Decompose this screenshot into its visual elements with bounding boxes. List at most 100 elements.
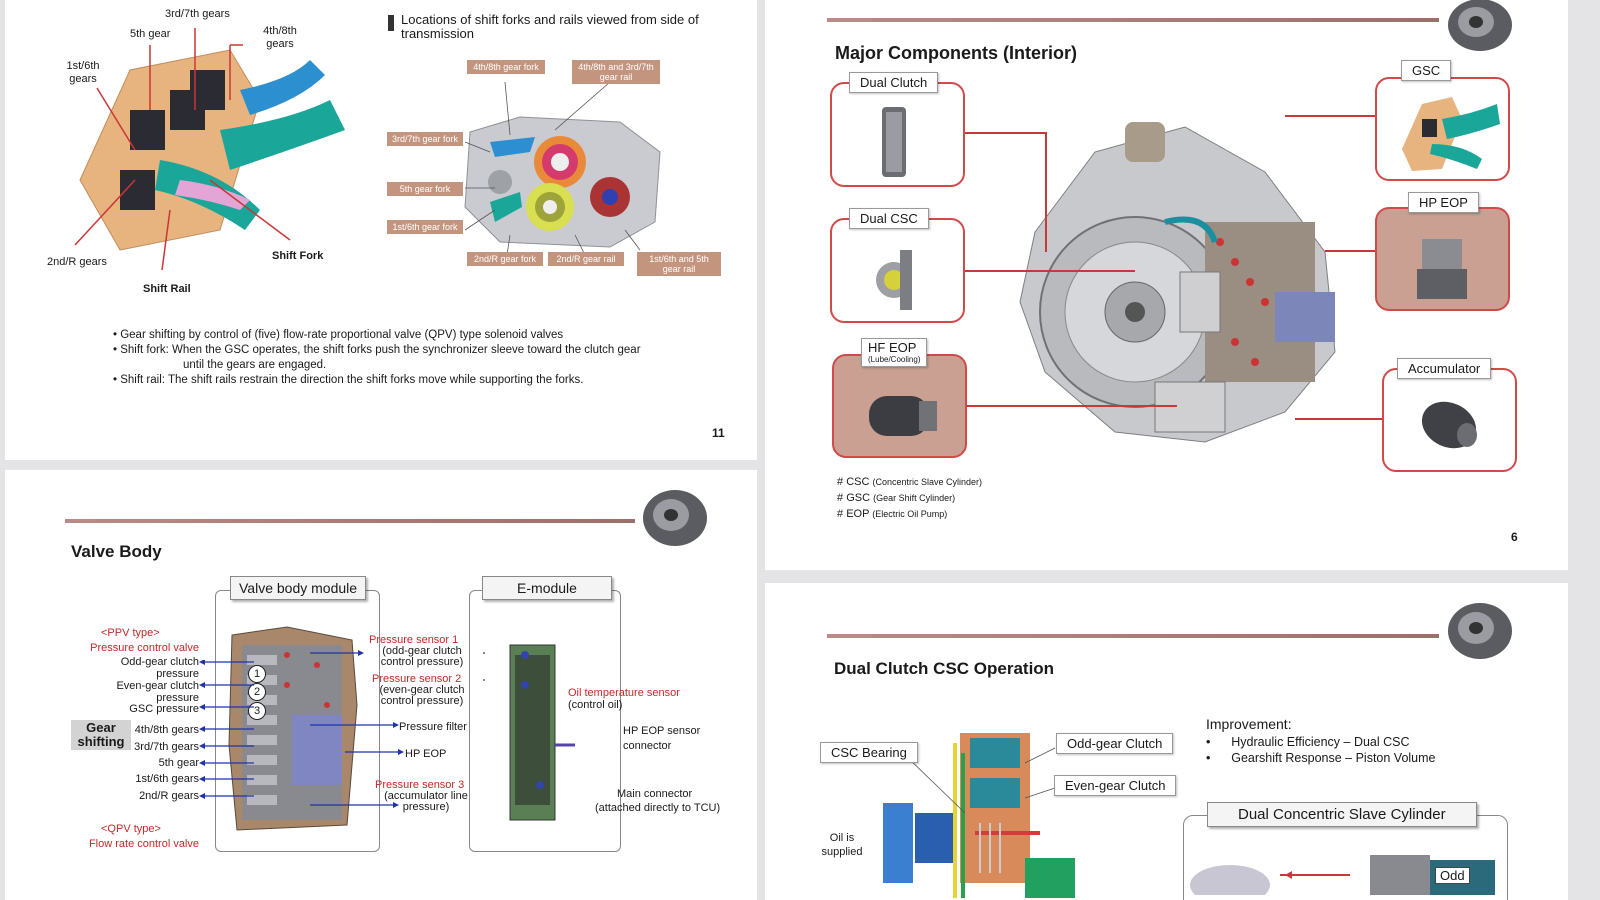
label-hp-eop: HP EOP	[405, 748, 447, 760]
note-csc: # CSC (Concentric Slave Cylinder)	[837, 476, 983, 488]
component-dual-csc[interactable]	[830, 218, 965, 323]
dual-clutch-icon	[882, 107, 906, 177]
label-pressure-sensor-2: Pressure sensor 2	[372, 673, 462, 685]
dcsc-illustration	[1190, 855, 1495, 895]
transmission-thumbnail	[643, 490, 707, 546]
tag-5th-gear-fork: 5th gear fork	[387, 182, 463, 196]
page-number: 6	[1511, 530, 1518, 544]
hf-eop-icon	[869, 396, 937, 436]
label-even-gear-clutch: Even-gear Clutch	[1054, 775, 1177, 796]
tag-2nd-r-gear-fork: 2nd/R gear fork	[467, 252, 543, 266]
gsc-icon	[1402, 97, 1500, 171]
label-dual-concentric-slave-cylinder: Dual Concentric Slave Cylinder	[1207, 802, 1477, 827]
connector-accumulator	[1295, 418, 1382, 420]
slide-major-components: Major Components (Interior) Dual Clutch …	[765, 0, 1568, 570]
label-valve-body-module: Valve body module	[230, 576, 367, 600]
label-dual-clutch: Dual Clutch	[849, 72, 939, 93]
title-rule	[827, 634, 1439, 638]
label-hf-eop-sub: (Lube/Cooling)	[868, 355, 921, 364]
tag-2nd-r-gear-rail: 2nd/R gear rail	[548, 252, 624, 266]
csc-leader-lines	[905, 747, 1056, 814]
bullet-2-cont: until the gears are engaged.	[183, 359, 327, 371]
component-accumulator[interactable]	[1382, 368, 1517, 472]
label-pressure-sensor-3: Pressure sensor 3	[375, 779, 465, 791]
label-odd: Odd	[1435, 867, 1470, 884]
component-hp-eop[interactable]	[1375, 207, 1510, 311]
label-gsc: GSC	[1401, 60, 1452, 81]
transmission-side-view	[464, 116, 661, 248]
label-hp-eop: HP EOP	[1408, 192, 1479, 213]
label-pressure-sensor-1: Pressure sensor 1	[369, 634, 459, 646]
e-module-drawing	[509, 644, 575, 821]
caption: Locations of shift forks and rails viewe…	[401, 12, 699, 41]
label-pressure-sensor-2-desc: (even-gear clutch control pressure)	[379, 684, 465, 707]
label-odd-gear-clutch: Odd-gear Clutch	[1056, 733, 1174, 754]
connector-hp-eop	[1325, 250, 1375, 252]
bullet-2: • Shift fork: When the GSC operates, the…	[113, 344, 641, 356]
page-number: 11	[712, 426, 725, 440]
tag-1st-6th-5th-gear-rail: 1st/6th and 5th gear rail	[637, 252, 721, 276]
shift-fork-illustration	[79, 49, 345, 270]
slide-valve-body: Valve Body Valve body module E-module 1 …	[5, 470, 757, 900]
label-dual-csc: Dual CSC	[849, 208, 929, 229]
note-eop: # EOP (Electric Oil Pump)	[837, 508, 948, 520]
label-main-connector: Main connector	[617, 788, 693, 800]
label-gear-1-6: 1st/6th gears	[135, 773, 199, 785]
left-arrows	[199, 660, 254, 799]
label-hf-eop-text: HF EOP	[868, 340, 917, 355]
label-odd-gear-clutch-pressure: Odd-gear clutch pressure	[120, 656, 199, 680]
tag-leader-lines	[464, 81, 641, 256]
slide-shift-forks: 3rd/7th gears 5th gear 4th/8th gears 1st…	[5, 0, 757, 460]
title-rule	[65, 519, 635, 523]
label-qpv-type: <QPV type>	[101, 823, 161, 835]
abbreviation-notes: # CSC (Concentric Slave Cylinder) # GSC …	[837, 474, 982, 522]
connector-hf-eop	[967, 405, 1177, 407]
transmission-thumbnail	[1448, 0, 1512, 51]
label-hp-eop-sensor-connector: HP EOP sensor connector	[623, 725, 701, 752]
page-title: Major Components (Interior)	[835, 43, 1077, 63]
connector-gsc	[1285, 115, 1375, 117]
transmission-thumbnail	[1448, 603, 1512, 659]
label-main-connector-desc: (attached directly to TCU)	[595, 802, 721, 814]
label-5th-gear: 5th gear	[130, 28, 171, 40]
label-gear-5: 5th gear	[158, 757, 199, 769]
title-rule	[827, 18, 1439, 22]
label-oil-supplied: Oil is supplied	[821, 832, 863, 858]
tag-4th-8th-3rd-7th-gear-rail: 4th/8th and 3rd/7th gear rail	[572, 60, 660, 84]
label-pressure-sensor-1-desc: (odd-gear clutch control pressure)	[380, 645, 464, 668]
label-3rd-7th-gears: 3rd/7th gears	[165, 8, 230, 20]
tag-3rd-7th-gear-fork: 3rd/7th gear fork	[387, 132, 463, 146]
caption-marker	[388, 15, 394, 31]
label-accumulator: Accumulator	[1397, 358, 1492, 379]
label-gear-3-7: 3rd/7th gears	[134, 741, 199, 753]
label-gear-shifting: Gear shifting	[71, 720, 131, 750]
label-gsc-pressure: GSC pressure	[129, 703, 199, 715]
dual-csc-icon	[876, 250, 912, 310]
label-shift-fork: Shift Fork	[272, 250, 324, 262]
label-oil-temperature-sensor: Oil temperature sensor	[568, 687, 680, 699]
clutch-cross-section	[883, 733, 1075, 898]
label-shift-rail: Shift Rail	[143, 283, 191, 295]
connector-dual-csc	[965, 270, 1135, 272]
label-pressure-filter: Pressure filter	[399, 721, 467, 733]
bullet-3: • Shift rail: The shift rails restrain t…	[113, 374, 584, 386]
label-csc-bearing: CSC Bearing	[820, 742, 918, 763]
hp-eop-icon	[1417, 239, 1467, 299]
bullet-1: • Gear shifting by control of (five) flo…	[113, 329, 564, 341]
improvement-heading: Improvement:	[1206, 716, 1292, 732]
label-ppv-type: <PPV type>	[101, 627, 160, 639]
label-oil-temperature-desc: (control oil)	[568, 699, 623, 711]
component-hf-eop[interactable]	[832, 354, 967, 458]
note-gsc: # GSC (Gear Shift Cylinder)	[837, 492, 956, 504]
tag-1st-6th-gear-fork: 1st/6th gear fork	[387, 220, 463, 234]
component-dual-clutch[interactable]	[830, 82, 965, 187]
circle-2: 2	[248, 683, 266, 701]
page-title: Dual Clutch CSC Operation	[834, 659, 1055, 678]
improvement-list: • Hydraulic Efficiency – Dual CSC • Gear…	[1206, 734, 1436, 766]
label-4th-8th-gears: 4th/8th gears	[263, 25, 297, 50]
label-1st-6th-gears: 1st/6th gears	[66, 60, 100, 85]
page-title: Valve Body	[71, 542, 162, 561]
component-gsc[interactable]	[1375, 77, 1510, 181]
label-pressure-sensor-3-desc: (accumulator line pressure)	[384, 790, 468, 813]
label-gear-4-8: 4th/8th gears	[134, 724, 199, 736]
